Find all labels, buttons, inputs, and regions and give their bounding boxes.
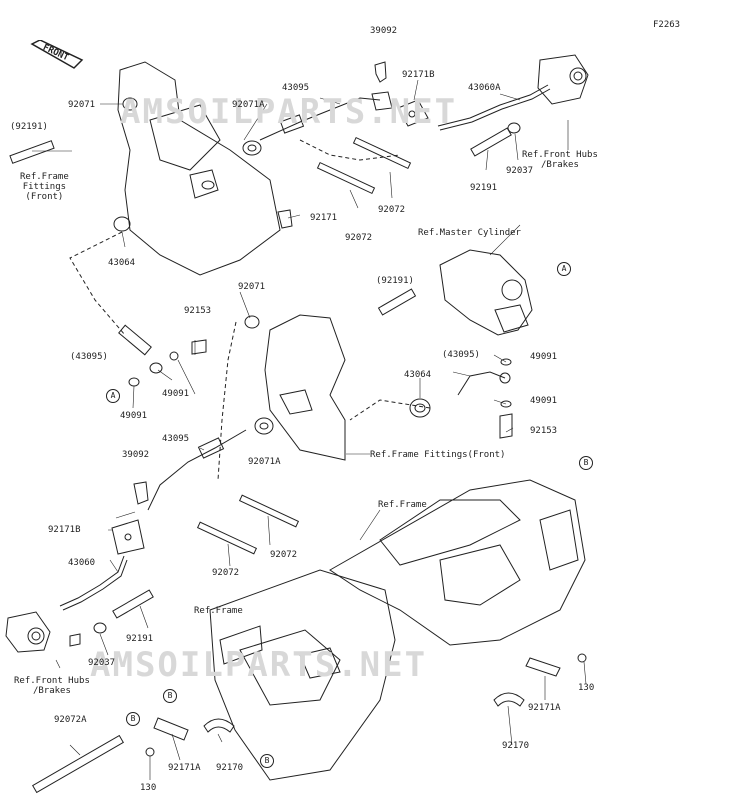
part-label: 92170 <box>502 741 530 751</box>
brake-hose-upper <box>259 97 381 141</box>
brake-hose-lower <box>147 429 247 511</box>
part-label: (43095) <box>70 352 108 362</box>
part-label: 92153 <box>530 426 558 436</box>
part-label: 92171B <box>48 525 81 535</box>
part-label: (92191) <box>376 276 414 286</box>
part-label: 92072 <box>270 550 298 560</box>
part-label: 92072A <box>54 715 87 725</box>
caliper-upper <box>537 54 589 105</box>
part-label: 92037 <box>506 166 534 176</box>
part-label: 92071 <box>68 100 96 110</box>
part-label: 92037 <box>88 658 116 668</box>
part-label: 92191 <box>126 634 154 644</box>
ref-line: Ref.Front Hubs <box>14 676 90 686</box>
part-label: 92170 <box>216 763 244 773</box>
ref-frame-mid: Ref.Frame <box>378 500 427 510</box>
part-label: 92171A <box>168 763 201 773</box>
watermark: AMSOILPARTS.NET <box>120 92 458 132</box>
part-label: 92071A <box>232 100 265 110</box>
ref-front-hubs-low: Ref.Front Hubs /Brakes <box>14 676 90 696</box>
part-label: 43064 <box>108 258 136 268</box>
part-label: 43095 <box>282 83 310 93</box>
front-arrow-badge: FRONT <box>30 39 84 70</box>
caliper-lower <box>5 611 51 653</box>
part-label: 39092 <box>370 26 398 36</box>
frame-fitting-front-mid <box>264 314 346 461</box>
part-label: 49091 <box>162 389 190 399</box>
part-label: 49091 <box>120 411 148 421</box>
part-label: 92171 <box>310 213 338 223</box>
part-label: (43095) <box>442 350 480 360</box>
part-label: 39092 <box>122 450 150 460</box>
ref-frame-fittings-front-left: Ref.Frame Fittings (Front) <box>20 172 69 202</box>
figure-code: F2263 <box>653 20 681 30</box>
watermark: AMSOILPARTS.NET <box>90 645 428 685</box>
ref-line: /Brakes <box>32 686 71 696</box>
callout-a: A <box>106 389 120 403</box>
ref-frame-fittings-front-mid: Ref.Frame Fittings(Front) <box>370 450 506 460</box>
part-label: 92072 <box>212 568 240 578</box>
callout-b: B <box>163 689 177 703</box>
part-label: 49091 <box>530 396 558 406</box>
brake-pipe-upper <box>437 84 549 127</box>
ref-line: Fittings <box>22 182 67 192</box>
frame-lower <box>209 569 396 781</box>
part-label: 92171A <box>528 703 561 713</box>
part-label: 92171B <box>402 70 435 80</box>
part-label: 130 <box>140 783 157 793</box>
ref-line: Ref.Frame <box>20 172 69 182</box>
part-label: 49091 <box>530 352 558 362</box>
part-label: 92071A <box>248 457 281 467</box>
part-label: 92071 <box>238 282 266 292</box>
ref-front-hubs-top: Ref.Front Hubs /Brakes <box>522 150 598 170</box>
callout-b: B <box>260 754 274 768</box>
ref-line: /Brakes <box>540 160 579 170</box>
part-label: 43060A <box>468 83 501 93</box>
frame-right <box>329 479 586 646</box>
master-cylinder <box>439 249 533 336</box>
part-label: 43060 <box>68 558 96 568</box>
ref-master-cylinder: Ref.Master Cylinder <box>418 228 521 238</box>
ref-line: Ref.Front Hubs <box>522 150 598 160</box>
part-label: (92191) <box>10 122 48 132</box>
part-label: 92072 <box>345 233 373 243</box>
part-label: 43095 <box>162 434 190 444</box>
brake-pipe-lower <box>59 555 125 607</box>
callout-b: B <box>126 712 140 726</box>
callout-b: B <box>579 456 593 470</box>
callout-a: A <box>557 262 571 276</box>
part-label: 92072 <box>378 205 406 215</box>
frame-fitting-front-upper <box>117 61 281 276</box>
part-label: 43064 <box>404 370 432 380</box>
part-label: 92153 <box>184 306 212 316</box>
part-label: 130 <box>578 683 595 693</box>
ref-line: (Front) <box>25 192 64 202</box>
ref-frame-low: Ref.Frame <box>194 606 243 616</box>
part-label: 92191 <box>470 183 498 193</box>
